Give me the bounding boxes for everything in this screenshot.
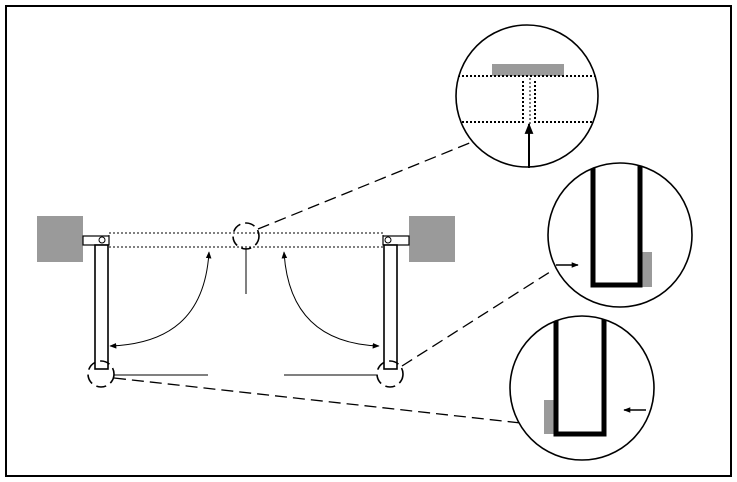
- right-swing-arrow-icon: [281, 251, 380, 349]
- left-pillar: [37, 216, 83, 262]
- bottom-detail-circle: [509, 315, 655, 461]
- right-pillar: [409, 216, 455, 262]
- right-end-detail-marker: [376, 360, 404, 388]
- left-swing-arrow-icon: [109, 251, 212, 349]
- left-hinge-icon: [82, 235, 110, 246]
- right-hinge-icon: [382, 235, 410, 246]
- leader-to-bottom-detail: [113, 377, 531, 425]
- left-gate-leaf-open: [94, 244, 109, 370]
- centre-detail-marker: [232, 222, 260, 250]
- leader-to-middle-detail: [401, 269, 554, 367]
- left-end-detail-marker: [87, 360, 115, 388]
- right-gate-leaf-open: [383, 244, 398, 370]
- top-detail-circle: [455, 24, 599, 168]
- leader-to-top-detail: [257, 141, 473, 230]
- middle-detail-circle: [547, 162, 693, 308]
